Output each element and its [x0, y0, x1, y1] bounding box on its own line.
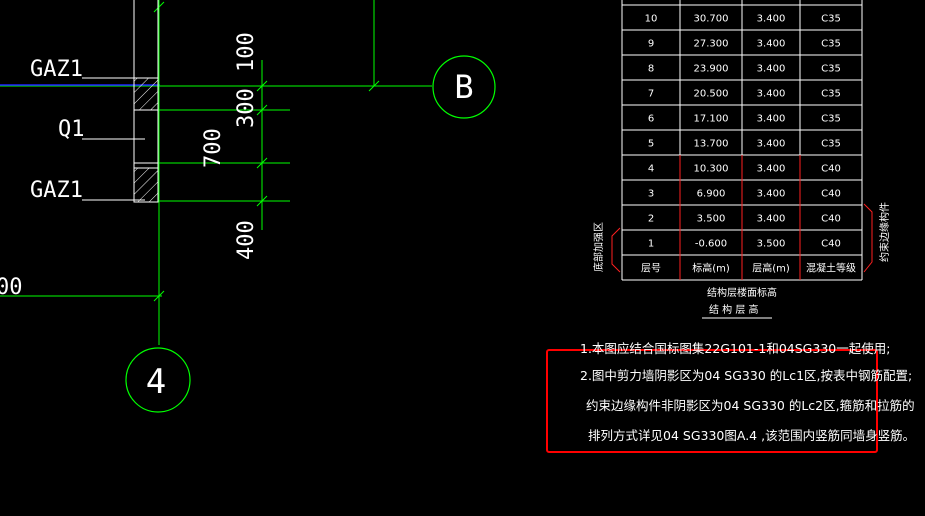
dim-tick	[256, 80, 268, 92]
table-cell-height: 3.400	[757, 214, 786, 225]
table-right-side-label: 约束边缘构件	[878, 202, 891, 262]
table-cell-elev: 30.700	[694, 14, 729, 25]
label-q1: Q1	[58, 117, 85, 142]
dim-tick	[368, 80, 380, 92]
table-cell-grade: C40	[821, 189, 841, 200]
label-partial-00: 00	[0, 275, 23, 300]
wall-segment-q1	[133, 109, 159, 164]
table-left-side-label: 底部加强区	[592, 222, 605, 272]
note-line-4: 排列方式详见04 SG330图A.4 ,该范围内竖筋同墙身竖筋。	[588, 428, 916, 443]
axis-label-b: B	[454, 68, 473, 106]
table-cell-elev: 13.700	[694, 139, 729, 150]
table-cell-grade: C40	[821, 164, 841, 175]
dim-100: 100	[234, 32, 259, 72]
table-cell-grade: C35	[821, 14, 841, 25]
table-cell-floor: 1	[648, 239, 654, 250]
table-cell-grade: C35	[821, 139, 841, 150]
table-cell-floor: 3	[648, 189, 654, 200]
table-cell-floor: 6	[648, 114, 654, 125]
table-cell-height: 3.500	[757, 239, 786, 250]
axis-label-4: 4	[146, 362, 166, 402]
table-cell-elev: 6.900	[697, 189, 726, 200]
table-header-grade: 混凝土等级	[806, 262, 856, 275]
hatched-zone-bottom	[133, 167, 159, 203]
table-cell-floor: 9	[648, 39, 654, 50]
table-cell-height: 3.400	[757, 39, 786, 50]
dim-tick	[256, 104, 268, 116]
table-cell-elev: 10.300	[694, 164, 729, 175]
table-title-line1: 结构层楼面标高	[707, 286, 777, 299]
label-gaz1-top: GAZ1	[30, 57, 83, 82]
label-gaz1-bottom: GAZ1	[30, 178, 83, 203]
dim-tick	[256, 195, 268, 207]
table-cell-height: 3.400	[757, 89, 786, 100]
table-cell-height: 3.400	[757, 64, 786, 75]
table-cell-grade: C35	[821, 39, 841, 50]
note-line-1: 1.本图应结合国标图集22G101-1和04SG330一起使用;	[580, 341, 891, 356]
table-cell-elev: 3.500	[697, 214, 726, 225]
table-cell-floor: 5	[648, 139, 654, 150]
table-title-line2: 结 构 层 高	[709, 303, 759, 316]
table-cell-height: 3.400	[757, 164, 786, 175]
table-cell-elev: 27.300	[694, 39, 729, 50]
dim-400: 400	[234, 220, 259, 260]
red-bracket-right	[863, 203, 873, 273]
table-cell-height: 3.400	[757, 14, 786, 25]
table-header-floor: 层号	[641, 263, 661, 275]
table-header-height: 层高(m)	[752, 262, 790, 275]
table-cell-height: 3.400	[757, 139, 786, 150]
axis-bubble-b	[432, 55, 496, 119]
note-line-2: 2.图中剪力墙阴影区为04 SG330 的Lc1区,按表中钢筋配置;	[580, 368, 913, 383]
table-cell-floor: 2	[648, 214, 654, 225]
table-cell-grade: C35	[821, 64, 841, 75]
table-cell-floor: 10	[645, 14, 658, 25]
hatched-zone-top	[133, 77, 159, 111]
table-cell-floor: 8	[648, 64, 654, 75]
dim-tick	[256, 157, 268, 169]
highlight-box	[546, 349, 878, 453]
table-cell-elev: 23.900	[694, 64, 729, 75]
note-line-3: 约束边缘构件非阴影区为04 SG330 的Lc2区,箍筋和拉筋的	[586, 398, 915, 413]
dim-300: 300	[234, 88, 259, 128]
table-cell-grade: C40	[821, 214, 841, 225]
table-cell-floor: 7	[648, 89, 654, 100]
dim-tick	[153, 290, 165, 302]
red-bracket-left	[611, 227, 621, 273]
table-cell-grade: C40	[821, 239, 841, 250]
table-cell-height: 3.400	[757, 189, 786, 200]
dim-tick	[153, 1, 165, 13]
table-cell-grade: C35	[821, 89, 841, 100]
table-cell-elev: -0.600	[695, 239, 727, 250]
table-cell-elev: 17.100	[694, 114, 729, 125]
table-header-elev: 标高(m)	[692, 262, 730, 275]
dim-700: 700	[201, 128, 226, 168]
table-cell-grade: C35	[821, 114, 841, 125]
table-cell-height: 3.400	[757, 114, 786, 125]
axis-bubble-4	[125, 347, 191, 413]
table-cell-floor: 4	[648, 164, 654, 175]
table-cell-elev: 20.500	[694, 89, 729, 100]
